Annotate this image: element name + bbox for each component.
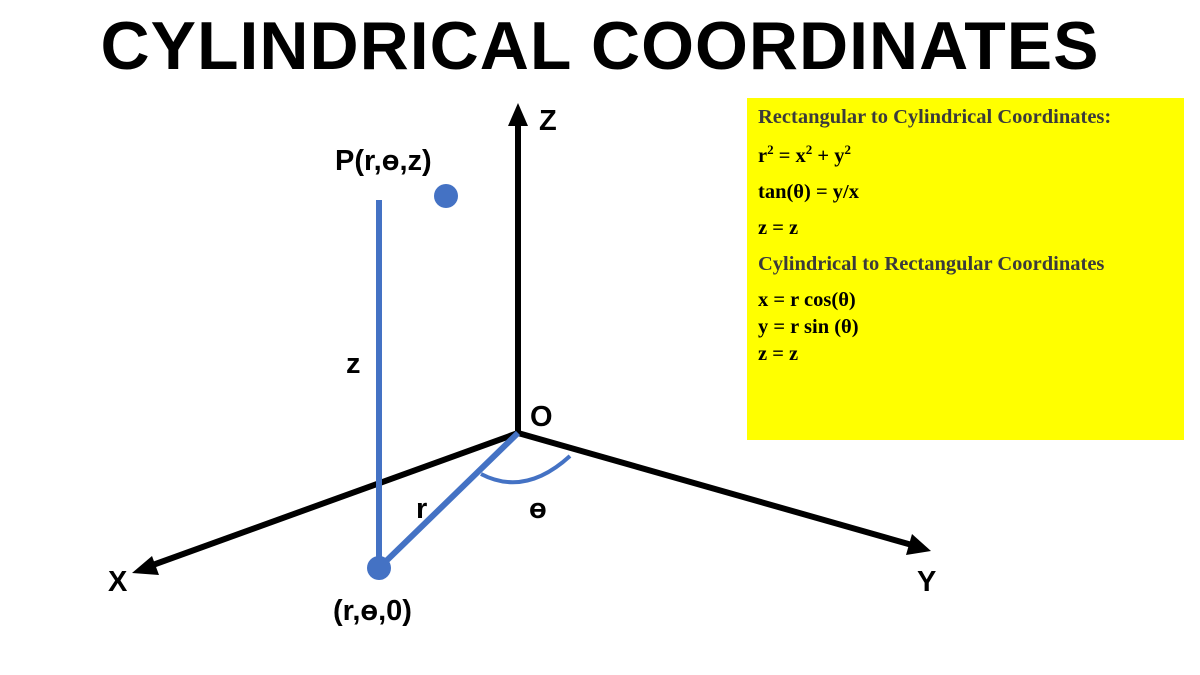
height-label: z — [346, 348, 361, 380]
y-axis-arrowhead — [906, 534, 931, 555]
point-p — [434, 184, 458, 208]
radius-label: r — [416, 493, 427, 525]
projection-label: (r,ɵ,0) — [333, 595, 412, 627]
conversion-formulas-box: Rectangular to Cylindrical Coordinates: … — [747, 98, 1184, 440]
x-axis-label: X — [108, 566, 128, 598]
x-formula: x = r cos(θ) — [758, 289, 856, 311]
radius-line — [376, 430, 521, 571]
origin-label: O — [530, 401, 553, 433]
angle-arc — [480, 454, 572, 485]
x-axis — [148, 430, 520, 569]
projection-point — [367, 556, 391, 580]
page-title: CYLINDRICAL COORDINATES — [100, 8, 1100, 84]
tan-theta-formula: tan(θ) = y/x — [758, 181, 859, 203]
point-p-label: P(r,ɵ,z) — [335, 145, 432, 177]
x-axis-arrowhead — [132, 556, 159, 575]
z-equals-z-formula: z = z — [758, 217, 799, 239]
y-axis-label: Y — [917, 566, 936, 598]
z-axis-arrowhead — [508, 103, 528, 126]
z-axis-label: Z — [539, 105, 557, 137]
y-axis — [517, 430, 913, 548]
angle-label: ɵ — [529, 493, 547, 525]
cyl-to-rect-heading: Cylindrical to Rectangular Coordinates — [758, 253, 1105, 275]
y-formula: y = r sin (θ) — [758, 316, 859, 338]
z-formula: z = z — [758, 343, 799, 365]
rect-to-cyl-heading: Rectangular to Cylindrical Coordinates: — [758, 106, 1112, 128]
r-squared-formula: r2 = x2 + y2 — [758, 142, 851, 167]
